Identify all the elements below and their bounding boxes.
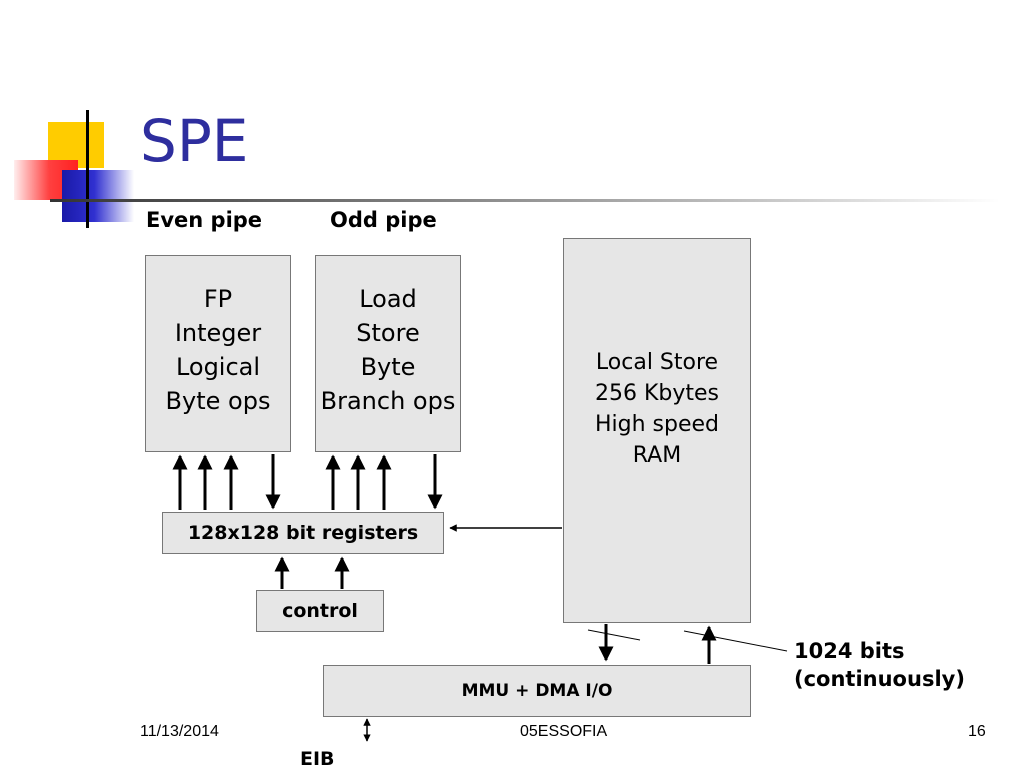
local-store-line: Local Store xyxy=(595,349,719,375)
title-underline xyxy=(50,199,1000,202)
footer-page-number: 16 xyxy=(968,723,986,740)
bus-width-line: 1024 bits xyxy=(794,639,905,663)
footer-date: 11/13/2014 xyxy=(140,723,219,740)
registers-label: 128x128 bit registers xyxy=(187,522,419,544)
slide-title: SPE xyxy=(140,107,249,175)
eib-label: EIB xyxy=(300,748,335,770)
local-store-box: Local Store 256 Kbytes High speed RAM xyxy=(563,238,751,623)
even-pipe-line: Byte ops xyxy=(165,386,271,415)
mmu-dma-box: MMU + DMA I/O xyxy=(323,665,751,717)
logo-blue-square xyxy=(62,170,134,222)
local-store-line: RAM xyxy=(632,442,682,468)
bus-width-line: (continuously) xyxy=(794,667,965,691)
control-box: control xyxy=(256,590,384,632)
odd-pipe-unit-box: Load Store Byte Branch ops xyxy=(315,255,461,452)
odd-pipe-line: Branch ops xyxy=(320,386,456,415)
odd-pipe-label: Odd pipe xyxy=(330,208,437,232)
logo-vertical-line xyxy=(86,110,89,228)
even-pipe-unit-box: FP Integer Logical Byte ops xyxy=(145,255,291,452)
odd-pipe-line: Load xyxy=(359,284,417,313)
even-pipe-label: Even pipe xyxy=(146,208,263,232)
control-label: control xyxy=(282,600,358,622)
local-store-line: High speed xyxy=(594,411,720,437)
footer-source: 05ESSOFIA xyxy=(520,723,608,740)
odd-pipe-line: Byte xyxy=(360,352,416,381)
bus-width-label: 1024 bits (continuously) xyxy=(794,637,965,693)
mmu-dma-label: MMU + DMA I/O xyxy=(461,681,613,701)
bus-slash-mark xyxy=(683,630,788,652)
local-store-line: 256 Kbytes xyxy=(594,380,720,406)
even-pipe-line: Integer xyxy=(174,318,262,347)
odd-pipe-line: Store xyxy=(356,318,420,347)
even-pipe-line: Logical xyxy=(175,352,261,381)
even-pipe-line: FP xyxy=(203,284,233,313)
registers-box: 128x128 bit registers xyxy=(162,512,444,554)
bus-slash-mark xyxy=(587,629,641,641)
